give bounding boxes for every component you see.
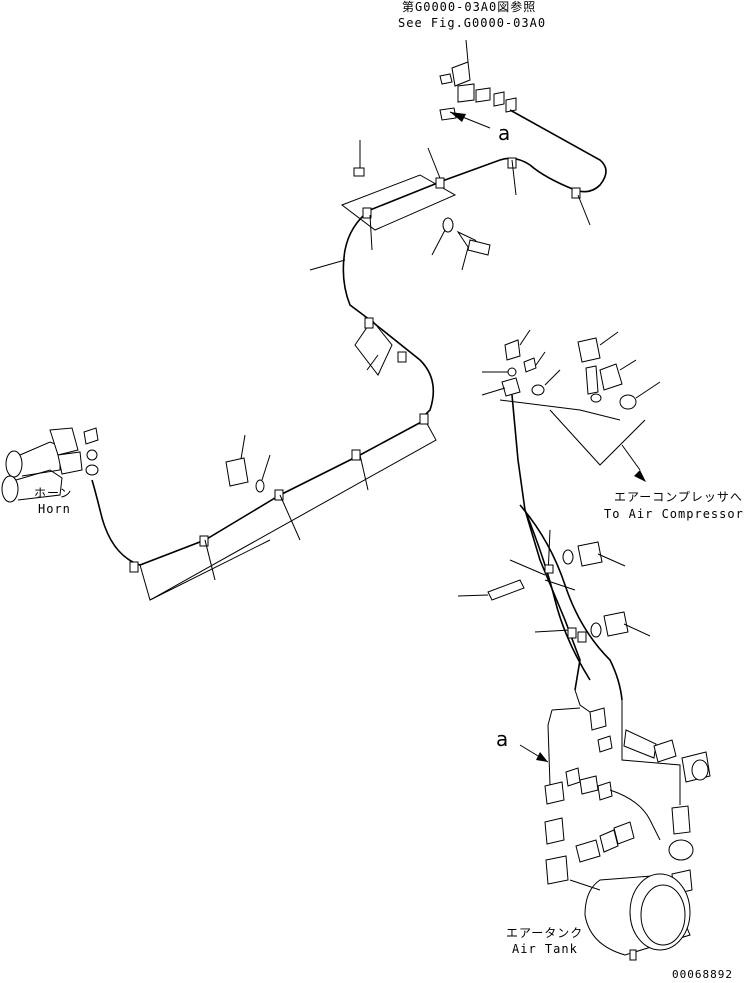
horn [1, 427, 99, 503]
compressor-pipe [511, 394, 581, 691]
top-connector-group [439, 39, 517, 129]
drawing-number: 00068892 [672, 968, 733, 981]
air-tank-label-en: Air Tank [512, 942, 578, 956]
air-tank-label-jp: エアータンク [506, 926, 584, 940]
horn-pipe [91, 419, 426, 566]
top-reference-jp: 第G0000-03A0図参照 [402, 0, 537, 14]
marker-a-top: a [498, 121, 511, 145]
top-reference-en: See Fig.G0000-03A0 [398, 16, 547, 30]
horn-label-en: Horn [38, 502, 71, 516]
compressor-label-en: To Air Compressor [604, 507, 744, 521]
upper-pipe [342, 109, 607, 421]
air-tank [569, 873, 691, 961]
compressor-label-jp: エアーコンプレッサへ [614, 490, 743, 504]
horn-label-jp: ホーン [34, 486, 73, 500]
marker-a-bottom: a [496, 727, 509, 751]
